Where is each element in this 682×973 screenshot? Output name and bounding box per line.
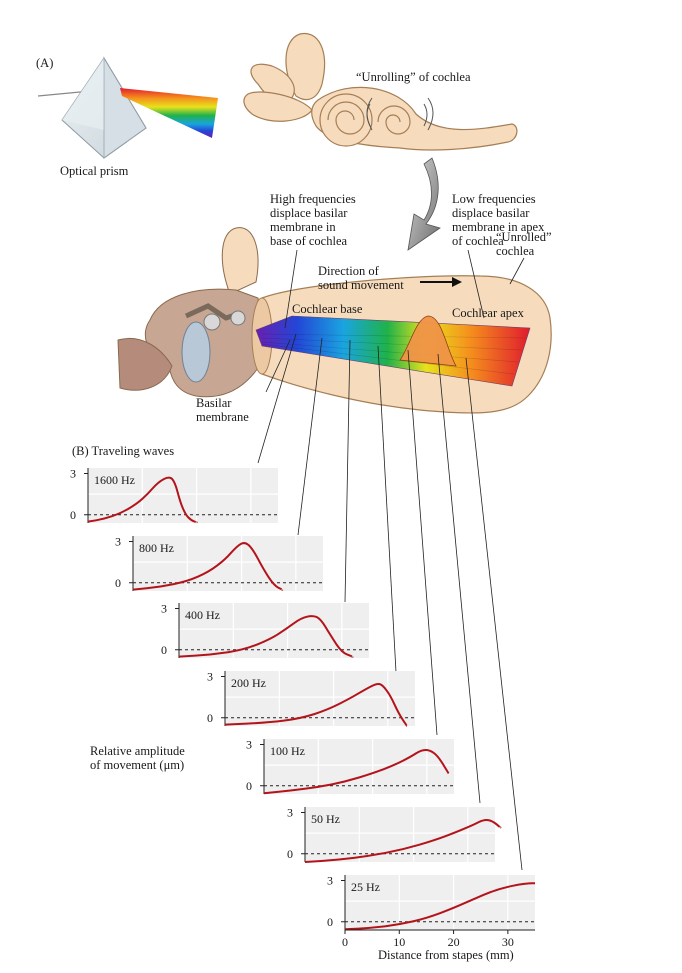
y-tick-label: 0: [246, 779, 252, 793]
frequency-label: 200 Hz: [231, 676, 266, 690]
plot-background: [264, 739, 454, 794]
wave-curve: [263, 748, 450, 795]
wave-curve: [304, 818, 502, 863]
frequency-label: 400 Hz: [185, 608, 220, 622]
plot-connector-lines: [257, 333, 523, 871]
coiled-cochlea: [243, 32, 518, 151]
y-tick-label: 3: [207, 670, 213, 684]
unrolled-cochlea-label: “Unrolled” cochlea: [496, 230, 552, 258]
prism-caption: Optical prism: [60, 164, 129, 178]
y-tick-label: 3: [287, 806, 293, 820]
high-frequency-note: High frequencies displace basilar membra…: [270, 192, 356, 248]
membrane-stripes: [261, 333, 527, 375]
optical-prism: [37, 56, 147, 159]
y-tick-label: 0: [327, 915, 333, 929]
ear-anatomy: [117, 227, 263, 398]
basilar-membrane: [255, 315, 531, 387]
plot-background: [133, 536, 323, 591]
x-tick-label: 10: [393, 935, 405, 949]
y-tick-label: 3: [161, 602, 167, 616]
y-axis-label: Relative amplitude of movement (μm): [90, 744, 185, 772]
wave-curve: [132, 542, 284, 591]
wave-curve: [224, 682, 408, 727]
x-tick-label: 0: [342, 935, 348, 949]
basilar-membrane-label: Basilar membrane: [196, 396, 249, 424]
plot-background: [345, 875, 535, 930]
wave-curve: [178, 615, 354, 658]
y-tick-label: 3: [115, 535, 121, 549]
panel-b-label: (B) Traveling waves: [72, 444, 175, 458]
frequency-label: 100 Hz: [270, 744, 305, 758]
y-tick-label: 0: [115, 576, 121, 590]
leader-lines: [265, 249, 525, 393]
frequency-label: 25 Hz: [351, 880, 380, 894]
plot-background: [305, 807, 495, 862]
x-tick-label: 30: [502, 935, 514, 949]
unrolling-motion-marks: [366, 97, 434, 131]
frequency-label: 800 Hz: [139, 541, 174, 555]
wave-curve: [87, 476, 198, 524]
y-tick-label: 0: [70, 508, 76, 522]
spectrum-beam: [120, 88, 218, 138]
low-frequency-note: Low frequencies displace basilar membran…: [452, 192, 545, 248]
plot-background: [179, 603, 369, 658]
x-axis-label: Distance from stapes (mm): [378, 948, 514, 962]
y-tick-label: 0: [207, 711, 213, 725]
y-tick-label: 0: [287, 847, 293, 861]
traveling-wave-bulge: [399, 315, 457, 367]
cochlear-base-label: Cochlear base: [292, 302, 363, 316]
cochlear-apex-label: Cochlear apex: [452, 306, 524, 320]
wave-curve: [344, 882, 535, 931]
y-tick-label: 3: [70, 467, 76, 481]
plot-background: [225, 671, 415, 726]
y-tick-label: 0: [161, 643, 167, 657]
direction-label: Direction of sound movement: [318, 264, 404, 292]
x-tick-label: 20: [448, 935, 460, 949]
direction-arrowhead-icon: [452, 277, 462, 287]
frequency-label: 50 Hz: [311, 812, 340, 826]
y-tick-label: 3: [246, 738, 252, 752]
frequency-label: 1600 Hz: [94, 473, 135, 487]
panel-a-label: (A): [36, 56, 54, 70]
y-tick-label: 3: [327, 874, 333, 888]
curved-arrow-icon: [407, 157, 441, 251]
unrolling-caption: “Unrolling” of cochlea: [356, 70, 471, 84]
